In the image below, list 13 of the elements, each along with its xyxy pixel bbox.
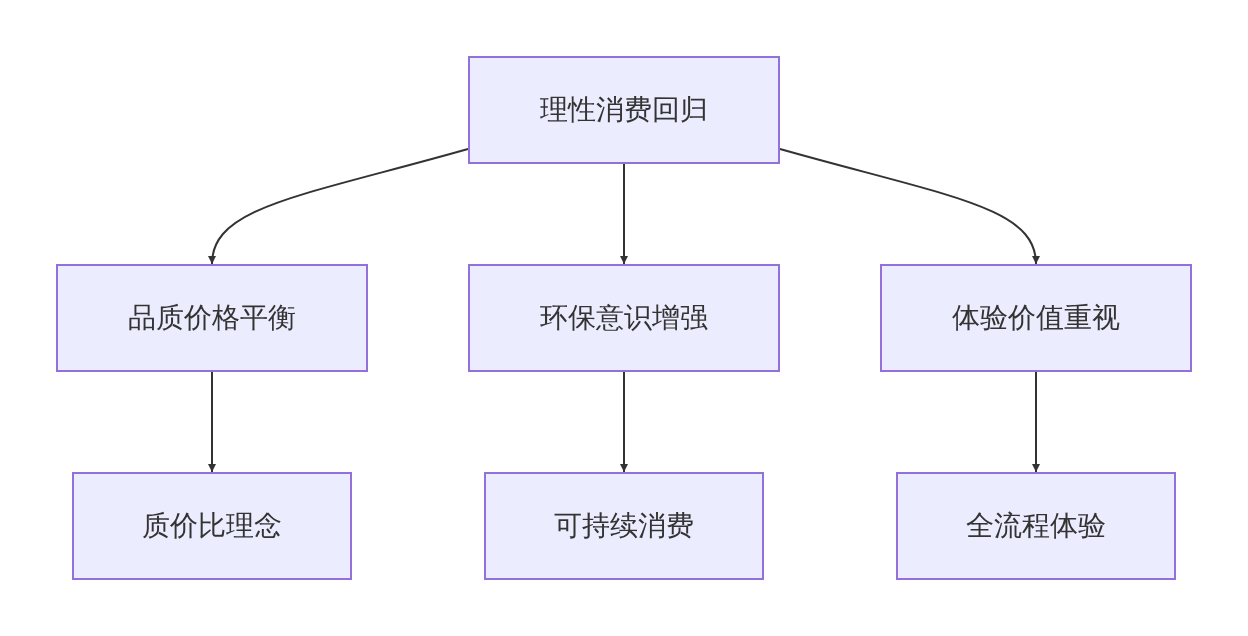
arrow xyxy=(208,371,216,473)
process-box: 体验价值重视 xyxy=(880,264,1192,372)
arrow xyxy=(620,163,628,265)
arrow xyxy=(620,371,628,473)
process-box: 质价比理念 xyxy=(72,472,352,580)
process-box: 环保意识增强 xyxy=(468,264,780,372)
process-box: 可持续消费 xyxy=(484,472,764,580)
process-box: 全流程体验 xyxy=(896,472,1176,580)
arrow xyxy=(779,148,1039,265)
process-box: 理性消费回归 xyxy=(468,56,780,164)
arrow xyxy=(1032,371,1040,473)
process-box: 品质价格平衡 xyxy=(56,264,368,372)
arrow xyxy=(209,148,469,265)
